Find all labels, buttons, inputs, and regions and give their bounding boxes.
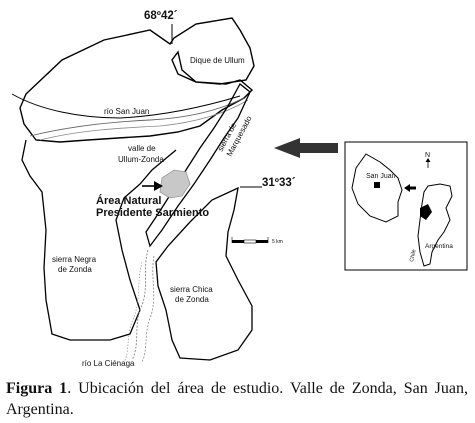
- inset-north-label: N: [425, 152, 430, 159]
- area-natural-label-2: Presidente Sarmiento: [96, 207, 209, 219]
- inset-small-arrow: [404, 184, 416, 192]
- northern-basin-outline: [19, 17, 255, 143]
- latitude-label: 31º33´: [262, 177, 296, 189]
- inset-province-label: San Juan: [366, 173, 396, 180]
- sierra-negra-outline: [21, 139, 177, 341]
- longitude-label: 68º42´: [144, 10, 178, 22]
- scale-label: 5 km: [272, 239, 283, 245]
- sierra-negra-label-1: sierra Negra: [52, 255, 97, 264]
- inset-frame: [344, 141, 468, 271]
- inset-country-label: Argentina: [425, 243, 453, 250]
- dique-label: Dique de Ullum: [190, 56, 245, 65]
- rio-cienaga-channel-3: [123, 261, 143, 363]
- inset-chile-label: Chile: [409, 249, 417, 263]
- north-arrow-head: [425, 158, 431, 162]
- sierra-chica-label-2: de Zonda: [175, 295, 209, 304]
- inset-pointer-arrow: [274, 138, 338, 158]
- study-area-marker: [374, 182, 380, 188]
- san-juan-inset-highlight: [420, 204, 432, 220]
- sierra-chica-outline: [155, 186, 253, 361]
- rio-cienaga-label: río La Ciénaga: [82, 359, 135, 368]
- valle-label-2: Ullum-Zonda: [118, 155, 164, 164]
- sierra-negra-label-2: de Zonda: [58, 265, 92, 274]
- rio-san-juan-label: río San Juan: [104, 107, 149, 116]
- scale-bar: [231, 237, 269, 244]
- sierra-marquesado-outline: [145, 83, 251, 248]
- sierra-chica-label-1: sierra Chica: [170, 285, 213, 294]
- san-juan-province-outline: [351, 153, 403, 223]
- rio-cienaga-channel-1: [131, 249, 149, 361]
- valle-label-1: valle de: [128, 144, 156, 153]
- figure-caption-text: . Ubicación del área de estudio. Valle d…: [6, 380, 469, 418]
- rio-san-juan-channel: [11, 93, 241, 119]
- area-natural-shaded: [159, 169, 191, 199]
- area-pointer-head: [154, 181, 163, 191]
- figure-caption: Figura 1. Ubicación del área de estudio.…: [6, 378, 468, 420]
- rio-cienaga-channel-2: [141, 255, 155, 363]
- figure-caption-label: Figura 1: [6, 380, 68, 397]
- inset-map: N San Juan Argentina Chile: [344, 141, 468, 271]
- study-area-map: 5 km 68º42´ 31º33´ Dique de Ullum río Sa…: [11, 10, 468, 368]
- area-natural-label-1: Área Natural: [96, 194, 161, 207]
- rio-san-juan-braid-1: [29, 97, 245, 137]
